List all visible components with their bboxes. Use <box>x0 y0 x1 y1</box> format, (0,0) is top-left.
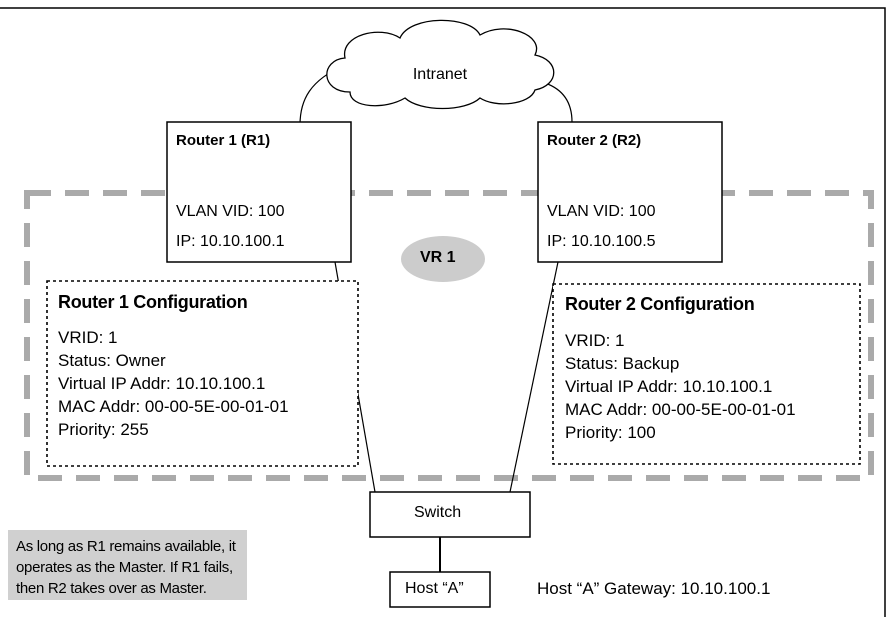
outer-frame <box>0 7 886 617</box>
router1-ip: IP: 10.10.100.1 <box>176 233 285 250</box>
config-line: Virtual IP Addr: 10.10.100.1 <box>58 374 266 393</box>
router2-ip: IP: 10.10.100.5 <box>547 233 656 250</box>
router2-title: Router 2 (R2) <box>547 132 642 149</box>
switch-box <box>369 491 531 538</box>
intranet-cloud <box>326 19 555 110</box>
link-r2-switch <box>509 261 559 493</box>
config-line: VRID: 1 <box>565 331 625 350</box>
config-line: Virtual IP Addr: 10.10.100.1 <box>565 377 773 396</box>
vr1-label: VR 1 <box>420 249 456 266</box>
config-line: Priority: 255 <box>58 420 149 439</box>
host-box <box>389 571 491 608</box>
config-line: MAC Addr: 00-00-5E-00-01-01 <box>565 400 796 419</box>
router2-config-box <box>552 283 861 465</box>
virtual-router-boundary <box>24 190 874 481</box>
router2-box <box>537 121 723 263</box>
host-label: Host “A” <box>405 580 464 597</box>
router1-box <box>166 121 352 263</box>
config-line: Priority: 100 <box>565 423 656 442</box>
router2-config-lines: VRID: 1 Status: Backup Virtual IP Addr: … <box>565 329 796 444</box>
router2-vlan: VLAN VID: 100 <box>547 203 656 220</box>
router1-config-lines: VRID: 1 Status: Owner Virtual IP Addr: 1… <box>58 326 289 441</box>
failover-note: As long as R1 remains available, it oper… <box>8 530 247 600</box>
config-line: VRID: 1 <box>58 328 118 347</box>
link-r2-intranet <box>544 82 573 123</box>
note-line: As long as R1 remains available, it <box>16 538 236 555</box>
note-line: operates as the Master. If R1 fails, <box>16 559 233 576</box>
router1-config-title: Router 1 Configuration <box>58 292 248 312</box>
vr1-ellipse <box>401 236 485 282</box>
note-line: then R2 takes over as Master. <box>16 580 207 597</box>
config-line: Status: Owner <box>58 351 166 370</box>
router2-config-title: Router 2 Configuration <box>565 294 755 314</box>
intranet-label: Intranet <box>413 66 468 83</box>
switch-label: Switch <box>414 504 462 521</box>
host-gateway-label: Host “A” Gateway: 10.10.100.1 <box>537 579 771 598</box>
config-line: Status: Backup <box>565 354 680 373</box>
router1-title: Router 1 (R1) <box>176 132 271 149</box>
config-line: MAC Addr: 00-00-5E-00-01-01 <box>58 397 289 416</box>
router1-vlan: VLAN VID: 100 <box>176 203 285 220</box>
router1-config-box <box>46 280 359 467</box>
